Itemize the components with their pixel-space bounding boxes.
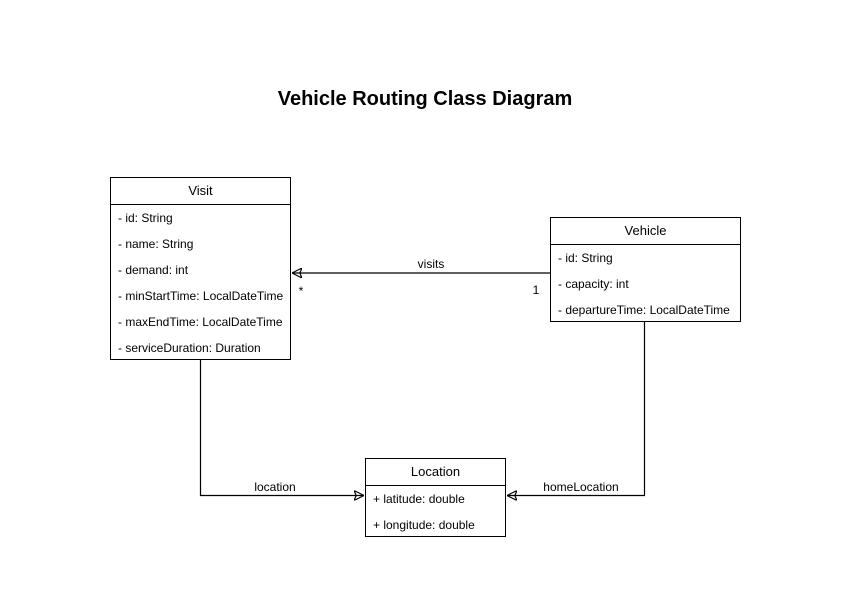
class-attribute: + longitude: double — [373, 518, 475, 532]
class-attribute: - demand: int — [118, 263, 189, 277]
association-location-label: location — [245, 480, 305, 494]
association-location-line[interactable] — [199, 360, 365, 496]
class-attribute: - departureTime: LocalDateTime — [558, 303, 730, 317]
association-visits-source-multiplicity: 1 — [532, 283, 540, 297]
class-attribute: - id: String — [558, 251, 613, 265]
diagram-title: Vehicle Routing Class Diagram — [277, 88, 573, 110]
class-attribute: - name: String — [118, 237, 194, 251]
association-homelocation-line[interactable] — [507, 322, 646, 496]
class-attribute: - capacity: int — [558, 277, 629, 291]
association-homelocation-label: homeLocation — [536, 480, 626, 494]
class-attribute: + latitude: double — [373, 492, 465, 506]
class-visit[interactable]: Visit - id: String - name: String - demand… — [110, 177, 291, 360]
association-visits-target-multiplicity: * — [298, 284, 304, 298]
class-location[interactable]: Location + latitude: double + longitude: … — [365, 458, 506, 537]
class-attribute: - maxEndTime: LocalDateTime — [118, 315, 283, 329]
class-location-attributes: + latitude: double + longitude: double — [366, 486, 505, 538]
class-attribute: - serviceDuration: Duration — [118, 341, 261, 355]
association-visits-label: visits — [401, 257, 461, 271]
class-visit-name: Visit — [111, 178, 290, 205]
class-vehicle-attributes: - id: String - capacity: int - departureTi… — [551, 245, 740, 323]
class-visit-attributes: - id: String - name: String - demand: int -… — [111, 205, 290, 361]
class-attribute: - id: String — [118, 211, 173, 225]
class-vehicle[interactable]: Vehicle - id: String - capacity: int - dep… — [550, 217, 741, 322]
class-attribute: - minStartTime: LocalDateTime — [118, 289, 284, 303]
class-vehicle-name: Vehicle — [551, 218, 740, 245]
class-location-name: Location — [366, 459, 505, 486]
